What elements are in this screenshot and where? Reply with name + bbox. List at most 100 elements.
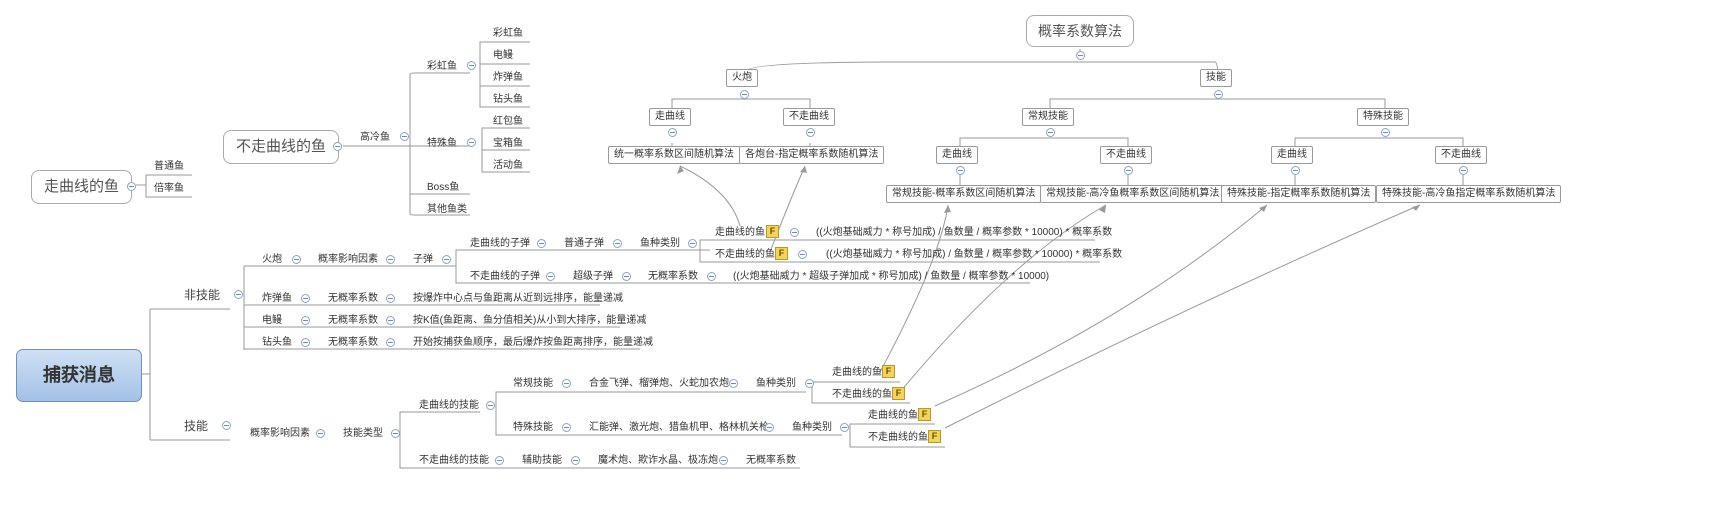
collapse-icon[interactable]	[1214, 90, 1223, 99]
collapse-icon[interactable]	[562, 423, 571, 432]
noncurve-skill-label: 不走曲线的技能	[419, 455, 489, 466]
flag-icon[interactable]: F	[918, 408, 931, 421]
collapse-icon[interactable]	[719, 456, 728, 465]
no-factor-label: 无概率系数	[648, 271, 698, 282]
algo-root-node[interactable]: 概率系数算法	[1026, 15, 1134, 47]
super-bullet-label: 超级子弹	[573, 271, 613, 282]
collapse-icon[interactable]	[805, 379, 814, 388]
regular-skill-node[interactable]: 常规技能	[1022, 108, 1074, 126]
skill-node[interactable]: 技能	[184, 419, 209, 433]
collapse-icon[interactable]	[391, 429, 400, 438]
collapse-icon[interactable]	[301, 294, 310, 303]
flag-icon[interactable]: F	[775, 247, 788, 260]
fish-type-label: 鱼种类别	[640, 238, 680, 249]
collapse-icon[interactable]	[840, 423, 849, 432]
spec-noncurve-algo[interactable]: 特殊技能-高冷鱼指定概率系数随机算法	[1376, 185, 1562, 203]
noncurve-bullet-label: 不走曲线的子弹	[470, 271, 540, 282]
flag-icon[interactable]: F	[928, 430, 941, 443]
collapse-icon[interactable]	[1459, 166, 1468, 175]
reg-curve-algo[interactable]: 常规技能-概率系数区间随机算法	[886, 185, 1042, 203]
noncurve-formula: ((火炮基础威力 * 称号加成) / 鱼数量 / 概率参数 * 10000) *…	[826, 249, 1123, 260]
collapse-icon[interactable]	[1124, 166, 1133, 175]
fish-bomb: 炸弹鱼	[493, 72, 523, 83]
special-skill-node[interactable]: 特殊技能	[1357, 108, 1409, 126]
collapse-icon[interactable]	[301, 338, 310, 347]
skill-factor-label: 概率影响因素	[250, 428, 310, 439]
bomb-rule: 按爆炸中心点与鱼距离从近到远排序，能量递减	[413, 293, 623, 304]
collapse-icon[interactable]	[222, 421, 231, 430]
fish-treasure: 宝箱鱼	[493, 138, 523, 149]
noncurve-fish-node[interactable]: 不走曲线的鱼	[223, 130, 340, 164]
algo-cannon-node[interactable]: 火炮	[726, 69, 758, 87]
curve-formula: ((火炮基础威力 * 称号加成) / 鱼数量 / 概率参数 * 10000) *…	[816, 227, 1113, 238]
collapse-icon[interactable]	[537, 239, 546, 248]
regular-skill-label: 常规技能	[513, 378, 553, 389]
collapse-icon[interactable]	[806, 128, 815, 137]
collapse-icon[interactable]	[798, 250, 807, 259]
cannon-noncurve-node[interactable]: 不走曲线	[783, 108, 835, 126]
collapse-icon[interactable]	[1076, 51, 1085, 60]
eel-label: 电鳗	[262, 315, 282, 326]
spec-noncurve-node[interactable]: 不走曲线	[1435, 146, 1487, 164]
bomb-factor: 无概率系数	[328, 293, 378, 304]
collapse-icon[interactable]	[571, 456, 580, 465]
flag-icon[interactable]: F	[892, 387, 905, 400]
flag-icon[interactable]: F	[766, 225, 779, 238]
cannon-noncurve-algo[interactable]: 各炮台-指定概率系数随机算法	[739, 146, 885, 164]
collapse-icon[interactable]	[467, 61, 476, 70]
reg-noncurve-algo[interactable]: 常规技能-高冷鱼概率系数区间随机算法	[1040, 185, 1226, 203]
collapse-icon[interactable]	[688, 239, 697, 248]
collapse-icon[interactable]	[234, 290, 243, 299]
collapse-icon[interactable]	[765, 423, 774, 432]
collapse-icon[interactable]	[467, 138, 476, 147]
drill-factor: 无概率系数	[328, 337, 378, 348]
collapse-icon[interactable]	[400, 132, 409, 141]
normal-fish-label: 普通鱼	[154, 161, 184, 172]
spec-curve-algo[interactable]: 特殊技能-指定概率系数随机算法	[1221, 185, 1377, 203]
collapse-icon[interactable]	[740, 90, 749, 99]
collapse-icon[interactable]	[495, 456, 504, 465]
collapse-icon[interactable]	[316, 429, 325, 438]
collapse-icon[interactable]	[333, 142, 342, 151]
collapse-icon[interactable]	[386, 316, 395, 325]
collapse-icon[interactable]	[729, 379, 738, 388]
fish-redpacket: 红包鱼	[493, 116, 523, 127]
collapse-icon[interactable]	[127, 182, 136, 191]
fish-event: 活动鱼	[493, 160, 523, 171]
cannon-curve-node[interactable]: 走曲线	[649, 108, 691, 126]
super-formula: ((火炮基础威力 * 超级子弹加成 * 称号加成) / 鱼数量 / 概率参数 *…	[733, 271, 1050, 282]
collapse-icon[interactable]	[622, 272, 631, 281]
spec-curve-node[interactable]: 走曲线	[1271, 146, 1313, 164]
collapse-icon[interactable]	[790, 228, 799, 237]
fish-eel: 电鳗	[493, 50, 513, 61]
regular-curve-fish: 走曲线的鱼	[832, 367, 882, 378]
collapse-icon[interactable]	[546, 272, 555, 281]
reg-curve-node[interactable]: 走曲线	[936, 146, 978, 164]
regular-noncurve-fish: 不走曲线的鱼	[832, 389, 892, 400]
collapse-icon[interactable]	[386, 294, 395, 303]
collapse-icon[interactable]	[442, 255, 451, 264]
collapse-icon[interactable]	[707, 272, 716, 281]
nonskill-node[interactable]: 非技能	[184, 288, 221, 302]
bomb-fish-label: 炸弹鱼	[262, 293, 292, 304]
flag-icon[interactable]: F	[882, 365, 895, 378]
reg-noncurve-node[interactable]: 不走曲线	[1100, 146, 1152, 164]
curve-fish-node[interactable]: 走曲线的鱼	[31, 170, 133, 204]
algo-skill-node[interactable]: 技能	[1200, 69, 1232, 87]
aux-skill-label: 辅助技能	[522, 455, 562, 466]
collapse-icon[interactable]	[386, 338, 395, 347]
collapse-icon[interactable]	[668, 128, 677, 137]
collapse-icon[interactable]	[1381, 128, 1390, 137]
root-node[interactable]: 捕获消息	[16, 349, 142, 402]
collapse-icon[interactable]	[562, 379, 571, 388]
fish-rainbow: 彩虹鱼	[493, 28, 523, 39]
collapse-icon[interactable]	[1046, 128, 1055, 137]
collapse-icon[interactable]	[613, 239, 622, 248]
collapse-icon[interactable]	[1291, 166, 1300, 175]
collapse-icon[interactable]	[386, 255, 395, 264]
cannon-curve-algo[interactable]: 统一概率系数区间随机算法	[608, 146, 740, 164]
collapse-icon[interactable]	[292, 255, 301, 264]
collapse-icon[interactable]	[301, 316, 310, 325]
collapse-icon[interactable]	[486, 401, 495, 410]
collapse-icon[interactable]	[956, 166, 965, 175]
